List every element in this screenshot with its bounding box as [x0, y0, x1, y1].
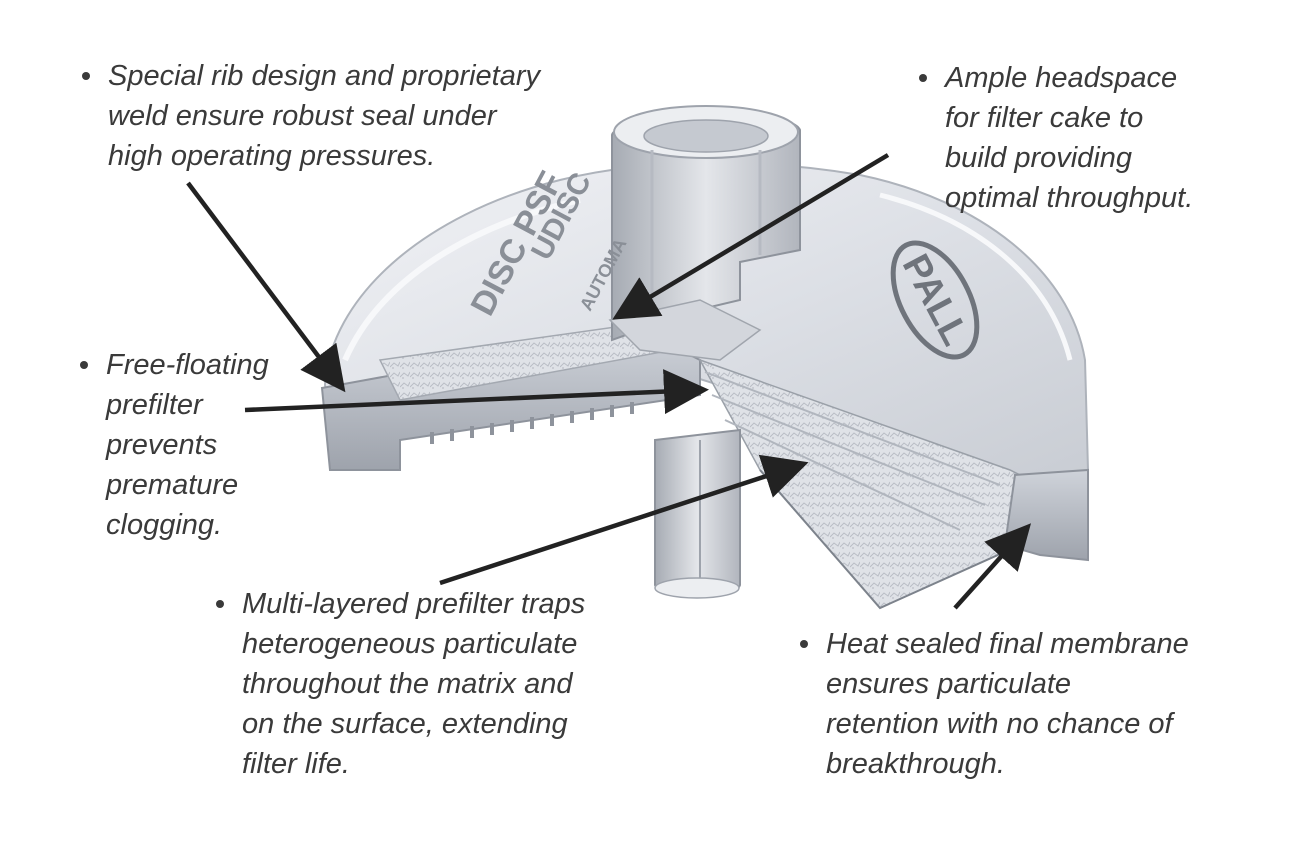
- callout-line: Multi-layered prefilter traps: [242, 588, 586, 620]
- callout-line: Ample headspace: [945, 62, 1178, 94]
- callout-line: premature: [106, 469, 239, 501]
- arrow-rib-seal: [186, 181, 346, 393]
- bullet-icon: [800, 640, 808, 648]
- arrow-free-floating: [244, 369, 709, 415]
- callout-line: build providing: [945, 142, 1133, 174]
- callout-line: ensures particulate: [826, 668, 1072, 700]
- arrow-headspace: [612, 153, 890, 320]
- callout-line: prevents: [106, 429, 218, 461]
- callout-line: clogging.: [106, 509, 223, 541]
- callout-line: retention with no chance of: [826, 708, 1173, 740]
- callout-line: throughout the matrix and: [242, 668, 573, 700]
- callout-line: prefilter: [106, 389, 203, 421]
- callout-line: optimal throughput.: [945, 182, 1194, 214]
- callout-line: filter life.: [242, 748, 350, 780]
- callout-line: weld ensure robust seal under: [108, 100, 497, 132]
- callout-line: heterogeneous particulate: [242, 628, 578, 660]
- callout-line: Free-floating: [106, 349, 269, 381]
- callout-headspace: Ample headspace for filter cake to build…: [919, 58, 1194, 218]
- callout-heat-sealed: Heat sealed final membrane ensures parti…: [800, 624, 1189, 784]
- arrow-multi-layered: [439, 454, 809, 586]
- bullet-icon: [919, 74, 927, 82]
- callout-arrows: [186, 153, 1032, 610]
- final-membrane-edge: [759, 469, 1021, 610]
- callout-line: high operating pressures.: [108, 140, 436, 172]
- callout-line: breakthrough.: [826, 748, 1005, 780]
- callout-line: on the surface, extending: [242, 708, 568, 740]
- callout-free-floating: Free-floating prefilter prevents prematu…: [80, 345, 269, 545]
- rib-teeth: [430, 402, 634, 444]
- callout-multi-layered: Multi-layered prefilter traps heterogene…: [216, 584, 586, 784]
- bullet-icon: [216, 600, 224, 608]
- bullet-icon: [82, 72, 90, 80]
- callout-line: Heat sealed final membrane: [826, 628, 1189, 660]
- outlet-stem: [654, 428, 741, 598]
- callout-line: for filter cake to: [945, 102, 1144, 134]
- arrow-heat-sealed: [953, 523, 1032, 610]
- callout-rib-seal: Special rib design and proprietary weld …: [82, 56, 541, 176]
- bullet-icon: [80, 361, 88, 369]
- callout-line: Special rib design and proprietary: [108, 60, 541, 92]
